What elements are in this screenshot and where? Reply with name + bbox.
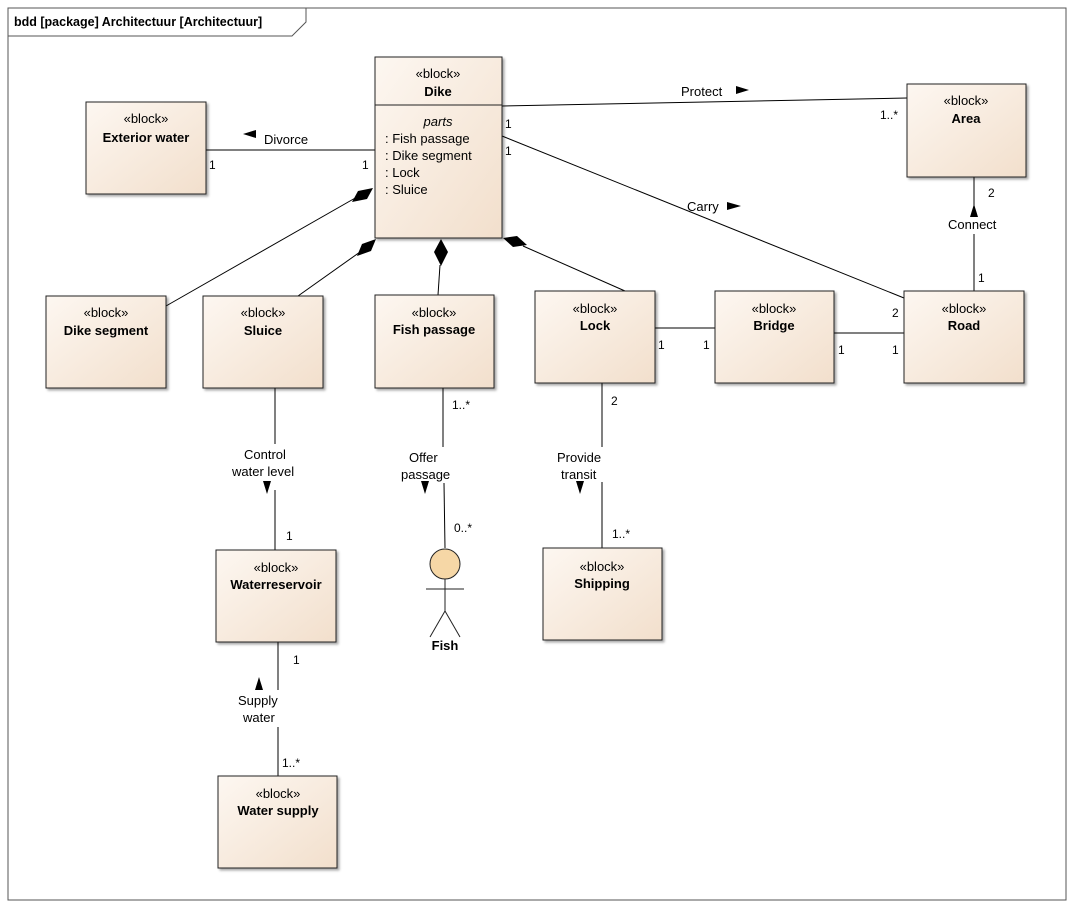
composition-lock[interactable] <box>522 245 626 292</box>
block-water-supply[interactable]: «block» Water supply <box>217 775 338 869</box>
composition-dike-segment[interactable] <box>165 196 358 307</box>
block-stereotype: «block» <box>241 305 286 320</box>
multiplicity-label: 2 <box>611 394 618 408</box>
multiplicity-label: 2 <box>892 306 899 320</box>
block-shipping[interactable]: «block» Shipping <box>542 547 663 641</box>
association-control-label: Control <box>244 447 286 462</box>
block-name: Shipping <box>574 576 630 591</box>
block-fish-passage[interactable]: «block» Fish passage <box>374 294 495 389</box>
association-provide-label: Provide <box>557 450 601 465</box>
direction-arrow-icon <box>970 204 978 217</box>
part-item: : Dike segment <box>385 148 472 163</box>
block-stereotype: «block» <box>942 301 987 316</box>
block-lock[interactable]: «block» Lock <box>534 290 656 384</box>
part-item: : Sluice <box>385 182 428 197</box>
block-name: Area <box>952 111 982 126</box>
direction-arrow-icon <box>255 677 263 690</box>
composition-diamond-icon <box>503 236 527 247</box>
block-stereotype: «block» <box>573 301 618 316</box>
association-connect-label: Connect <box>948 217 997 232</box>
multiplicity-label: 1 <box>703 338 710 352</box>
block-name: Exterior water <box>103 130 190 145</box>
block-name: Lock <box>580 318 611 333</box>
multiplicity-label: 1 <box>978 271 985 285</box>
association-offer-label: passage <box>401 467 450 482</box>
composition-diamond-icon <box>434 239 448 266</box>
multiplicity-label: 0..* <box>454 521 472 535</box>
direction-arrow-icon <box>576 481 584 494</box>
block-sluice[interactable]: «block» Sluice <box>202 295 324 389</box>
association-carry-label: Carry <box>687 199 719 214</box>
association-supply-label: Supply <box>238 693 278 708</box>
multiplicity-label: 1..* <box>282 756 300 770</box>
multiplicity-label: 1 <box>293 653 300 667</box>
multiplicity-label: 1..* <box>880 108 898 122</box>
block-name: Waterreservoir <box>230 577 321 592</box>
multiplicity-label: 1 <box>658 338 665 352</box>
block-dike-segment[interactable]: «block» Dike segment <box>45 295 167 389</box>
multiplicity-label: 1 <box>505 144 512 158</box>
multiplicity-label: 1 <box>362 158 369 172</box>
direction-arrow-icon <box>421 481 429 494</box>
association-divorce-label: Divorce <box>264 132 308 147</box>
block-stereotype: «block» <box>84 305 129 320</box>
association-provide-label: transit <box>561 467 597 482</box>
multiplicity-label: 2 <box>988 186 995 200</box>
block-exterior-water[interactable]: «block» Exterior water <box>85 101 207 195</box>
block-road[interactable]: «block» Road <box>903 290 1025 384</box>
association-supply-label: water <box>242 710 275 725</box>
direction-arrow-icon <box>727 202 741 210</box>
frame-title-tab <box>8 8 307 37</box>
block-stereotype: «block» <box>944 93 989 108</box>
block-stereotype: «block» <box>580 559 625 574</box>
association-protect[interactable] <box>501 97 908 107</box>
block-name: Bridge <box>753 318 794 333</box>
block-stereotype: «block» <box>256 786 301 801</box>
part-item: : Lock <box>385 165 420 180</box>
block-bridge[interactable]: «block» Bridge <box>714 290 835 384</box>
block-stereotype: «block» <box>416 66 461 81</box>
association-offer-label: Offer <box>409 450 438 465</box>
block-name: Road <box>948 318 981 333</box>
multiplicity-label: 1 <box>838 343 845 357</box>
composition-diamond-icon <box>357 239 376 256</box>
block-stereotype: «block» <box>752 301 797 316</box>
composition-fish-passage[interactable] <box>437 264 441 296</box>
block-waterreservoir[interactable]: «block» Waterreservoir <box>215 549 337 643</box>
actor-head-icon <box>429 548 461 580</box>
block-name: Fish passage <box>393 322 475 337</box>
block-name: Dike <box>424 84 451 99</box>
block-name: Water supply <box>237 803 319 818</box>
actor-fish[interactable]: Fish <box>426 548 464 653</box>
frame-title: bdd [package] Architectuur [Architectuur… <box>14 15 262 29</box>
block-stereotype: «block» <box>412 305 457 320</box>
multiplicity-label: 1 <box>209 158 216 172</box>
block-name: Sluice <box>244 323 282 338</box>
association-protect-label: Protect <box>681 84 723 99</box>
association-offer[interactable] <box>443 482 446 549</box>
direction-arrow-icon <box>263 481 271 494</box>
direction-arrow-icon <box>243 130 256 138</box>
multiplicity-label: 1 <box>505 117 512 131</box>
block-area[interactable]: «block» Area <box>906 83 1027 178</box>
association-carry[interactable] <box>501 135 905 299</box>
multiplicity-label: 1 <box>286 529 293 543</box>
composition-sluice[interactable] <box>297 251 361 297</box>
actor-name: Fish <box>432 638 459 653</box>
multiplicity-label: 1..* <box>612 527 630 541</box>
composition-diamond-icon <box>352 188 373 202</box>
block-stereotype: «block» <box>254 560 299 575</box>
direction-arrow-icon <box>736 86 749 94</box>
multiplicity-label: 1 <box>892 343 899 357</box>
part-item: : Fish passage <box>385 131 470 146</box>
association-control-label: water level <box>231 464 294 479</box>
multiplicity-label: 1..* <box>452 398 470 412</box>
block-dike[interactable]: «block» Dike parts : Fish passage : Dike… <box>374 56 503 239</box>
block-stereotype: «block» <box>124 111 169 126</box>
parts-compartment-title: parts <box>423 114 453 129</box>
block-name: Dike segment <box>64 323 149 338</box>
